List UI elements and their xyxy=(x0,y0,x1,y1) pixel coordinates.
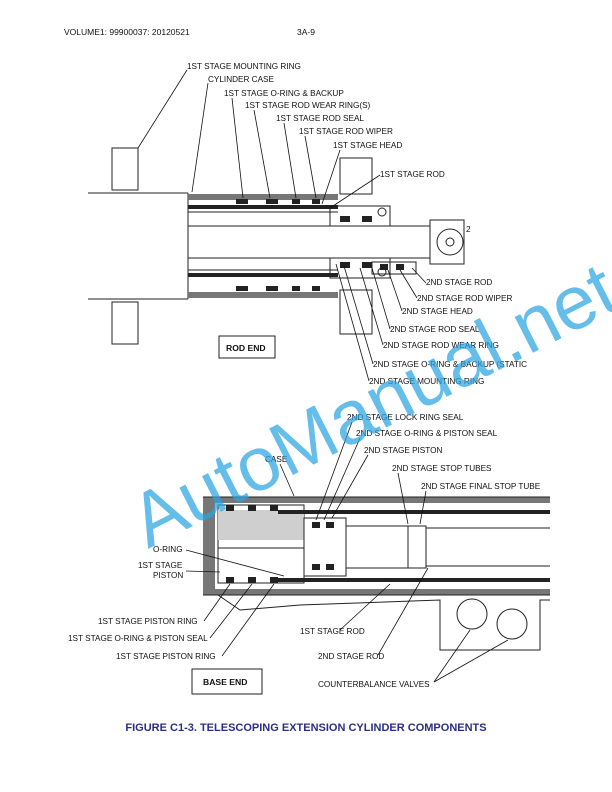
label-cylinder-case: CYLINDER CASE xyxy=(208,75,275,84)
label-2nd-stage-rod-base: 2ND STAGE ROD xyxy=(318,652,384,661)
head-mount-upper xyxy=(339,157,373,195)
base-end-assembly: BASE END xyxy=(191,496,550,695)
base-end-box xyxy=(191,668,263,695)
label-1st-stage-rod: 1ST STAGE ROD xyxy=(380,170,445,179)
case-wall-upper xyxy=(215,497,550,503)
header-page-number: 3A-9 xyxy=(297,27,315,37)
label-piston: PISTON xyxy=(153,571,183,580)
label-1st-stage-head: 1ST STAGE HEAD xyxy=(333,141,402,150)
label-2nd-stage-rod-wear-ring: 2ND STAGE ROD WEAR RING xyxy=(383,341,499,350)
counterbalance-valve-2 xyxy=(496,608,528,640)
counterbalance-valve-1 xyxy=(456,598,488,630)
label-2nd-stage-lock-ring-seal: 2ND STAGE LOCK RING SEAL xyxy=(347,413,464,422)
rod-end-label: ROD END xyxy=(226,343,266,353)
case-wall-lower xyxy=(215,589,550,595)
label-1st-stage-rod-base: 1ST STAGE ROD xyxy=(300,627,365,636)
first-stage-head-upper xyxy=(329,205,391,227)
cylinder-case-wall-lower xyxy=(188,292,338,298)
label-2nd-stage-piston: 2ND STAGE PISTON xyxy=(364,446,442,455)
label-2nd-stage-stop-tubes: 2ND STAGE STOP TUBES xyxy=(392,464,492,473)
label-2nd-stage-oring-piston-seal: 2ND STAGE O-RING & PISTON SEAL xyxy=(356,429,498,438)
first-stage-rod-wall-upper xyxy=(188,205,338,209)
first-stage-rod-upper xyxy=(278,510,550,514)
second-stage-piston xyxy=(303,517,347,577)
label-1st-stage-rod-wear-rings: 1ST STAGE ROD WEAR RING(S) xyxy=(245,101,371,110)
label-2nd-stage-head: 2ND STAGE HEAD xyxy=(402,307,473,316)
rod-eye-pin-hole xyxy=(436,228,464,256)
cylinder-case-wall-upper xyxy=(188,194,338,200)
bottom-labels: 2ND STAGE LOCK RING SEAL 2ND STAGE O-RIN… xyxy=(68,413,541,689)
mounting-lug-upper xyxy=(111,147,139,191)
label-2nd-stage-final-stop-tube: 2ND STAGE FINAL STOP TUBE xyxy=(421,482,541,491)
label-2nd-stage-rod-seal: 2ND STAGE ROD SEAL xyxy=(390,325,480,334)
case-end-cap xyxy=(203,497,215,595)
label-1st-stage-rod-wiper: 1ST STAGE ROD WIPER xyxy=(299,127,393,136)
label-1st-stage: 1ST STAGE xyxy=(138,561,183,570)
rod-end-assembly: 2 ROD END xyxy=(88,147,471,359)
label-1st-stage-piston-ring-a: 1ST STAGE PISTON RING xyxy=(98,617,198,626)
first-stage-rod-lower xyxy=(278,578,550,582)
base-end-label: BASE END xyxy=(203,677,247,687)
label-o-ring: O-RING xyxy=(153,545,183,554)
label-1st-stage-oring-piston-seal: 1ST STAGE O-RING & PISTON SEAL xyxy=(68,634,208,643)
bottom-leader-lines xyxy=(185,421,509,683)
label-1st-stage-rod-seal: 1ST STAGE ROD SEAL xyxy=(276,114,364,123)
rod-end-box xyxy=(218,335,276,359)
first-stage-head-lower xyxy=(329,257,391,279)
label-1st-stage-piston-ring-b: 1ST STAGE PISTON RING xyxy=(116,652,216,661)
first-stage-rod-wall-lower xyxy=(188,273,338,277)
label-2nd-stage-rod-wiper: 2ND STAGE ROD WIPER xyxy=(417,294,512,303)
header-document-id: VOLUME1: 99900037: 20120521 xyxy=(64,27,190,37)
top-labels: 1ST STAGE MOUNTING RING CYLINDER CASE 1S… xyxy=(187,62,527,386)
label-1st-stage-mounting-ring: 1ST STAGE MOUNTING RING xyxy=(187,62,301,71)
rod-eye xyxy=(429,219,465,265)
label-case: CASE xyxy=(265,455,288,464)
label-2nd-stage-oring-backup: 2ND STAGE O-RING & BACKUP (STATIC xyxy=(373,360,527,369)
label-2nd-stage-rod: 2ND STAGE ROD xyxy=(426,278,492,287)
pin-marker: 2 xyxy=(466,225,471,234)
second-stage-stop-tubes xyxy=(345,525,409,569)
top-leader-lines xyxy=(137,69,427,382)
mounting-lug-lower xyxy=(111,301,139,345)
figure-caption: FIGURE C1-3. TELESCOPING EXTENSION CYLIN… xyxy=(125,722,487,734)
label-counterbalance-valves: COUNTERBALANCE VALVES xyxy=(318,680,430,689)
label-2nd-stage-mounting-ring: 2ND STAGE MOUNTING RING xyxy=(369,377,484,386)
label-1st-stage-oring-backup: 1ST STAGE O-RING & BACKUP xyxy=(224,89,344,98)
second-stage-final-stop-tube xyxy=(407,525,427,569)
